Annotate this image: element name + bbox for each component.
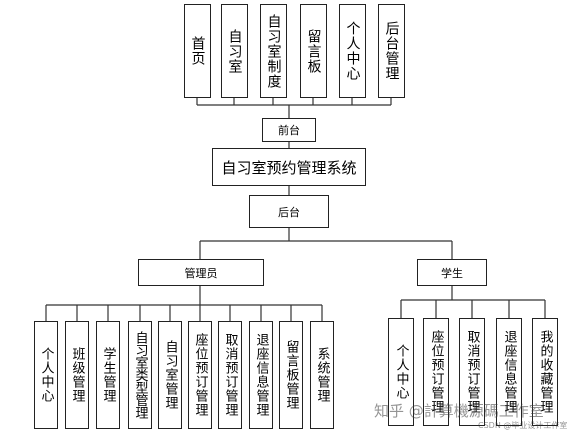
- admin-node: 管理员: [138, 259, 264, 286]
- student-item-label: 座位预订管理: [428, 330, 444, 414]
- student-item-label: 退座信息管理: [501, 330, 517, 414]
- top-item-personal-center: 个人中心: [339, 4, 366, 98]
- admin-item-room-management: 自习室管理: [158, 321, 182, 429]
- top-item-study-room: 自习室: [221, 4, 248, 98]
- top-item-label: 首页: [189, 36, 206, 66]
- student-item-label: 个人中心: [393, 344, 409, 400]
- admin-item-label: 座位预订管理: [192, 333, 208, 417]
- admin-label: 管理员: [184, 266, 218, 280]
- frontend-label: 前台: [278, 124, 300, 137]
- admin-item-room-type-management: 自习室类型管理: [128, 321, 152, 429]
- student-item-label: 取消预订管理: [464, 330, 480, 414]
- student-item-favorites: 我的收藏管理: [532, 318, 558, 426]
- admin-item-personal-center: 个人中心: [34, 321, 58, 429]
- student-node: 学生: [417, 259, 487, 286]
- admin-item-class-management: 班级管理: [65, 321, 89, 429]
- student-item-personal-center: 个人中心: [388, 318, 414, 426]
- admin-item-seat-return-info: 退座信息管理: [249, 321, 273, 429]
- admin-item-label: 个人中心: [38, 347, 54, 403]
- admin-item-label: 自习室类型管理: [132, 331, 148, 419]
- system-title: 自习室预约管理系统: [221, 158, 357, 177]
- student-item-seat-return-info: 退座信息管理: [496, 318, 522, 426]
- top-item-study-room-rules: 自习室制度: [260, 4, 287, 98]
- watermark-text: 知乎 @計算機源碼工作室: [374, 402, 544, 420]
- top-item-label: 个人中心: [344, 21, 361, 81]
- student-item-cancel-reservation: 取消预订管理: [459, 318, 485, 426]
- top-item-backend-management: 后台管理: [378, 4, 405, 98]
- backend-node: 后台: [249, 195, 329, 228]
- student-item-seat-reservation: 座位预订管理: [423, 318, 449, 426]
- admin-item-label: 系统管理: [314, 347, 330, 403]
- top-item-label: 自习室制度: [265, 13, 282, 89]
- top-item-home: 首页: [184, 4, 211, 98]
- student-item-label: 我的收藏管理: [537, 330, 553, 414]
- top-item-label: 留言板: [305, 28, 322, 74]
- admin-item-seat-reservation: 座位预订管理: [188, 321, 212, 429]
- student-label: 学生: [441, 266, 463, 280]
- frontend-node: 前台: [262, 118, 316, 142]
- admin-item-label: 自习室管理: [162, 340, 178, 410]
- top-item-label: 后台管理: [383, 21, 400, 81]
- admin-item-label: 取消预订管理: [222, 333, 238, 417]
- admin-item-system-management: 系统管理: [310, 321, 334, 429]
- watermark-subtext: CSDN @毕业设计工作室: [478, 421, 568, 430]
- backend-label: 后台: [278, 205, 300, 219]
- admin-item-label: 学生管理: [100, 347, 116, 403]
- admin-item-label: 退座信息管理: [253, 333, 269, 417]
- admin-item-student-management: 学生管理: [96, 321, 120, 429]
- admin-item-cancel-reservation: 取消预订管理: [218, 321, 242, 429]
- system-title-node: 自习室预约管理系统: [212, 148, 366, 186]
- admin-item-label: 班级管理: [69, 347, 85, 403]
- top-item-label: 自习室: [226, 28, 243, 74]
- admin-item-message-board-management: 留言板管理: [279, 321, 303, 429]
- top-item-message-board: 留言板: [300, 4, 327, 98]
- admin-item-label: 留言板管理: [283, 340, 299, 410]
